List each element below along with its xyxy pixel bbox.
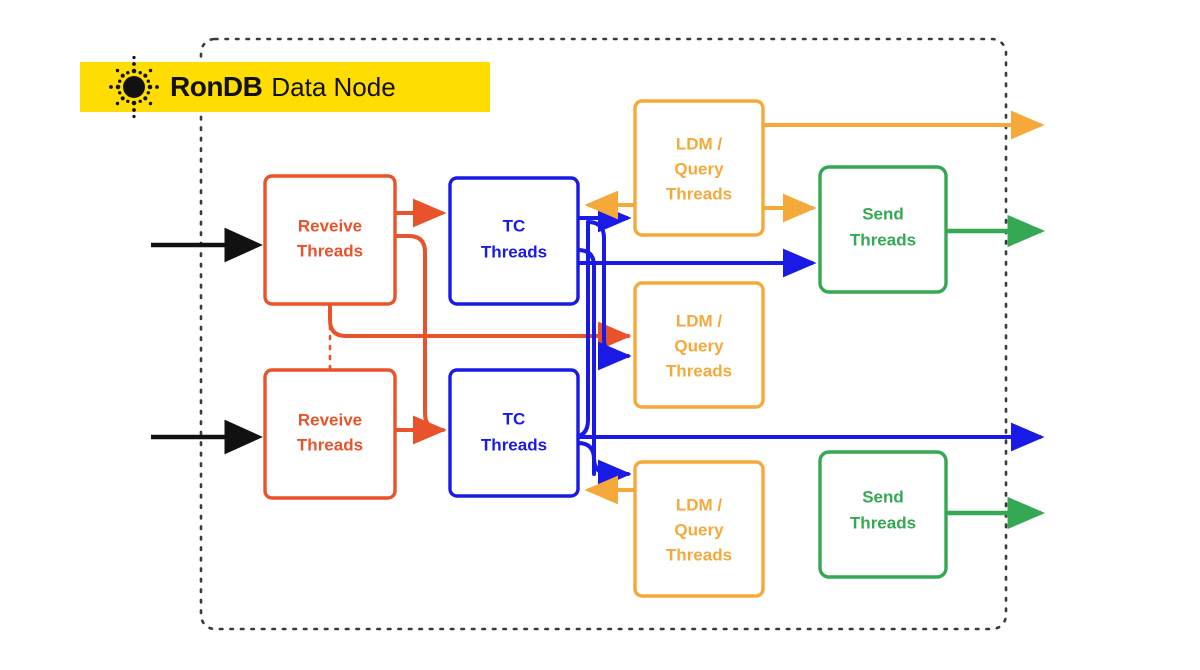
node-send-2-line2: Threads [850,513,916,532]
node-tc-1-line2: Threads [481,242,547,261]
node-tc-2[interactable]: TC Threads [448,368,580,498]
node-send-1-line2: Threads [850,230,916,249]
node-ldm-2[interactable]: LDM / Query Threads [633,281,765,409]
node-receive-2-line2: Threads [297,435,363,454]
node-ldm-2-line2: Query [674,336,724,355]
node-send-1[interactable]: Send Threads [818,165,948,294]
node-ldm-2-line1: LDM / [676,311,723,330]
node-send-2[interactable]: Send Threads [818,450,948,579]
node-ldm-1-line3: Threads [666,184,732,203]
page-title: Data Node [271,71,396,102]
data-node-boundary [199,37,1008,631]
node-ldm-1[interactable]: LDM / Query Threads [633,99,765,237]
node-receive-1[interactable]: Reveive Threads [263,174,397,306]
node-ldm-3-line2: Query [674,520,724,539]
node-receive-1-line2: Threads [297,241,363,260]
node-ldm-1-line2: Query [674,159,724,178]
node-ldm-2-line3: Threads [666,361,732,380]
rondb-sunburst-logo-icon [109,55,159,119]
brand-name: RonDB [170,71,263,102]
node-send-1-line1: Send [862,204,904,223]
node-ldm-3-line1: LDM / [676,495,723,514]
edge-receive1-to-ldm2 [328,302,632,351]
node-tc-1[interactable]: TC Threads [448,176,580,306]
edge-receive1-to-tc2 [393,234,447,445]
node-receive-2[interactable]: Reveive Threads [263,368,397,500]
node-ldm-3[interactable]: LDM / Query Threads [633,460,765,598]
node-ldm-3-line3: Threads [666,545,732,564]
node-tc-2-line2: Threads [481,435,547,454]
node-send-2-line1: Send [862,487,904,506]
node-ldm-1-line1: LDM / [676,134,723,153]
node-receive-1-line1: Reveive [298,216,362,235]
node-tc-1-line1: TC [503,216,526,235]
edge-tc1-to-ldm2 [586,220,632,371]
node-receive-2-line1: Reveive [298,410,362,429]
node-tc-2-line1: TC [503,409,526,428]
edge-tc2-to-ldm3 [576,441,596,476]
